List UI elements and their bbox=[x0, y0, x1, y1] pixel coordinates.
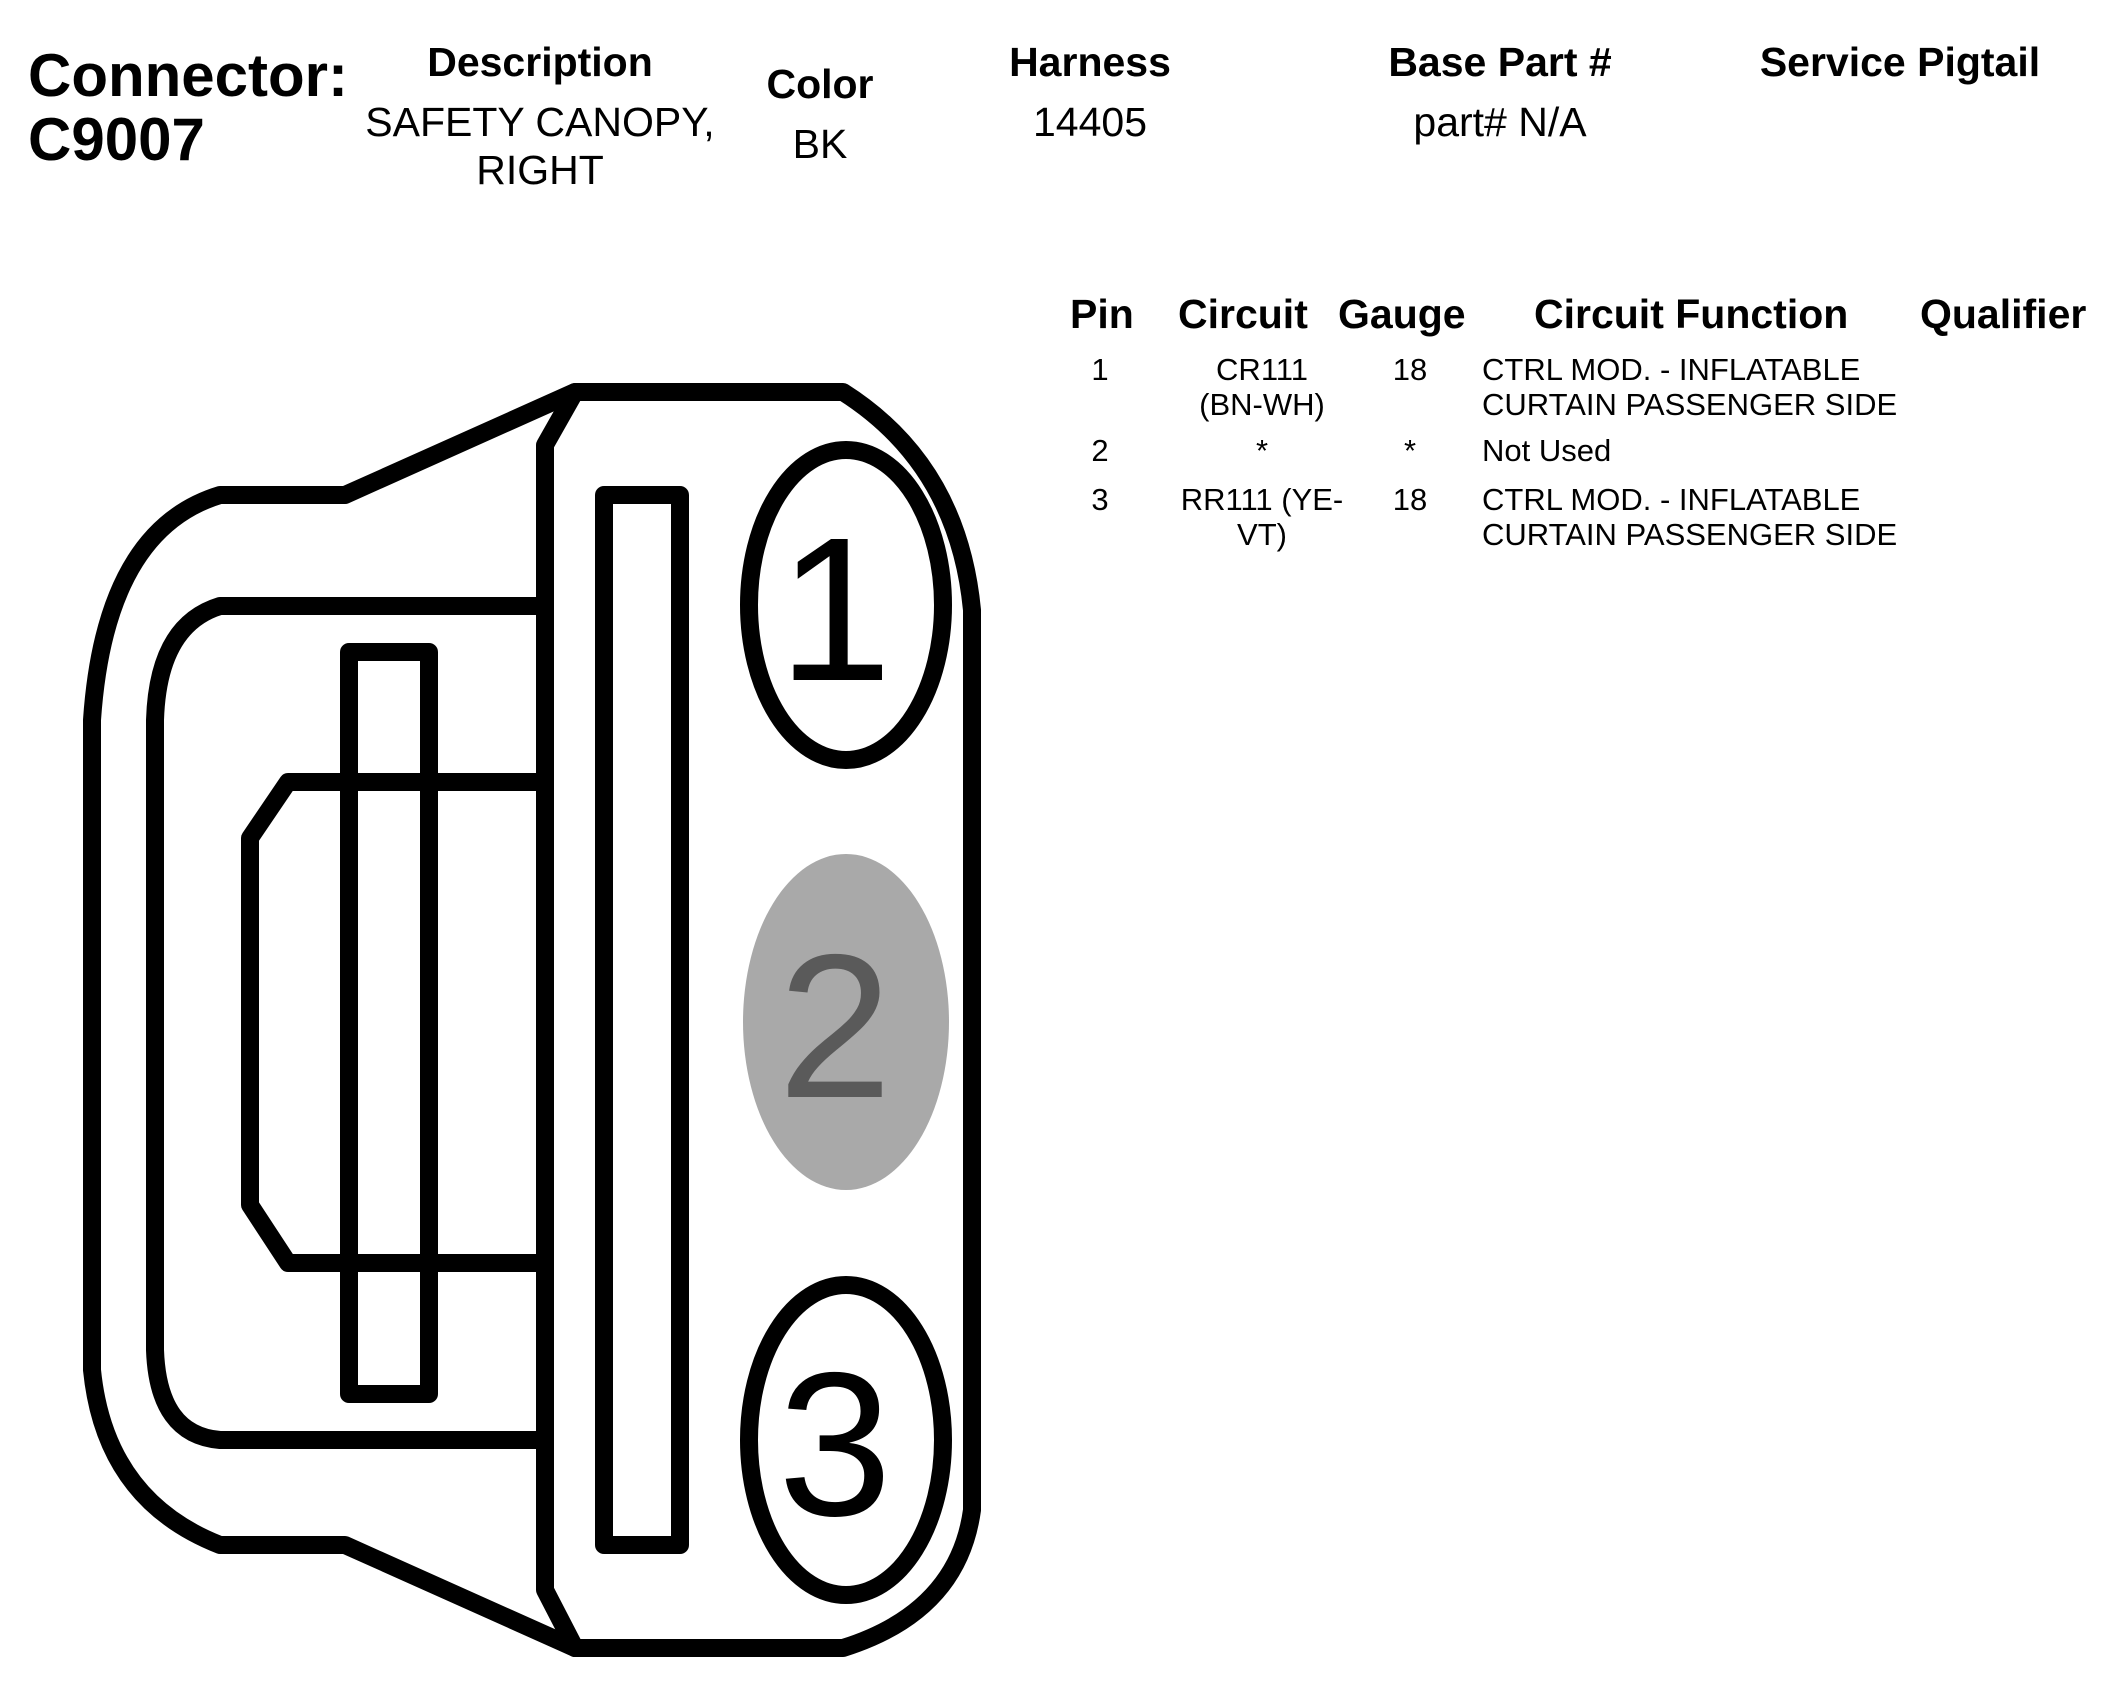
harness-value: 14405 bbox=[1032, 99, 1147, 145]
th-qualifier: Qualifier bbox=[1920, 291, 2087, 337]
row-1-function-line-1: CTRL MOD. - INFLATABLE bbox=[1482, 352, 1861, 387]
description-value: SAFETY CANOPY, RIGHT bbox=[350, 98, 730, 194]
service-pigtail-label: Service Pigtail bbox=[1759, 39, 2041, 85]
row-3-circuit-line-2: VT) bbox=[1237, 517, 1287, 552]
description-block: Description SAFETY CANOPY, RIGHT bbox=[350, 38, 730, 194]
connector-terminal-slot bbox=[595, 486, 689, 1554]
row-3-circuit-line-1: RR111 (YE- bbox=[1180, 482, 1344, 517]
harness-label: Harness bbox=[1009, 39, 1171, 85]
th-pin: Pin bbox=[1070, 291, 1134, 337]
pin-1-label: 1 bbox=[778, 495, 892, 724]
row-1-circuit-line-1: CR111 bbox=[1216, 352, 1308, 387]
connector-housing-outline bbox=[83, 383, 981, 1657]
row-3-function-line-1: CTRL MOD. - INFLATABLE bbox=[1482, 482, 1861, 517]
description-label: Description bbox=[427, 39, 653, 85]
connector-latch-bar bbox=[340, 643, 438, 1403]
connector-face-divider bbox=[536, 383, 584, 1657]
row-3-function: CTRL MOD. - INFLATABLE CURTAIN PASSENGER… bbox=[1482, 482, 1922, 552]
description-line-2: RIGHT bbox=[476, 147, 604, 193]
harness-block: Harness 14405 bbox=[970, 38, 1210, 146]
connector-label: Connector: bbox=[28, 42, 348, 109]
color-block: Color BK bbox=[740, 60, 900, 168]
base-part-label: Base Part # bbox=[1388, 39, 1612, 85]
connector-id: C9007 bbox=[28, 106, 205, 173]
row-1-circuit: CR111 (BN-WH) bbox=[1162, 352, 1362, 422]
pin-3-cavity bbox=[740, 1276, 952, 1604]
service-pigtail-block: Service Pigtail bbox=[1720, 38, 2080, 98]
base-part-value: part# N/A bbox=[1413, 99, 1587, 145]
row-3-gauge: 18 bbox=[1392, 482, 1428, 517]
row-3-pin: 3 bbox=[1091, 482, 1109, 517]
row-2-pin: 2 bbox=[1091, 433, 1109, 468]
pin-1-cavity bbox=[740, 441, 952, 769]
connector-latch-window bbox=[241, 773, 547, 1272]
row-3-function-line-2: CURTAIN PASSENGER SIDE bbox=[1482, 517, 1898, 552]
row-1-circuit-line-2: (BN-WH) bbox=[1199, 387, 1325, 422]
row-1-pin: 1 bbox=[1091, 352, 1109, 387]
base-part-block: Base Part # part# N/A bbox=[1350, 38, 1650, 146]
color-label: Color bbox=[766, 61, 874, 107]
th-circuit-function: Circuit Function bbox=[1534, 291, 1849, 337]
row-3-circuit: RR111 (YE- VT) bbox=[1162, 482, 1362, 552]
connector-inner-shell bbox=[146, 597, 547, 1449]
th-gauge: Gauge bbox=[1338, 291, 1466, 337]
row-2-function: Not Used bbox=[1482, 433, 1922, 468]
row-2-circuit: * bbox=[1162, 433, 1362, 468]
row-1-gauge: 18 bbox=[1392, 352, 1428, 387]
row-2-gauge: * bbox=[1403, 433, 1417, 468]
color-value: BK bbox=[792, 121, 848, 167]
row-1-function-line-2: CURTAIN PASSENGER SIDE bbox=[1482, 387, 1898, 422]
row-2-circuit-line-1: * bbox=[1255, 433, 1269, 468]
description-line-1: SAFETY CANOPY, bbox=[365, 99, 715, 145]
pin-2-cavity-unused bbox=[743, 854, 949, 1190]
row-2-function-line-1: Not Used bbox=[1482, 433, 1612, 468]
pin-2-label: 2 bbox=[778, 912, 892, 1141]
th-circuit: Circuit bbox=[1178, 291, 1308, 337]
connector-title: Connector: C9007 bbox=[28, 44, 348, 172]
row-1-function: CTRL MOD. - INFLATABLE CURTAIN PASSENGER… bbox=[1482, 352, 1922, 422]
pin-3-label: 3 bbox=[778, 1330, 892, 1559]
